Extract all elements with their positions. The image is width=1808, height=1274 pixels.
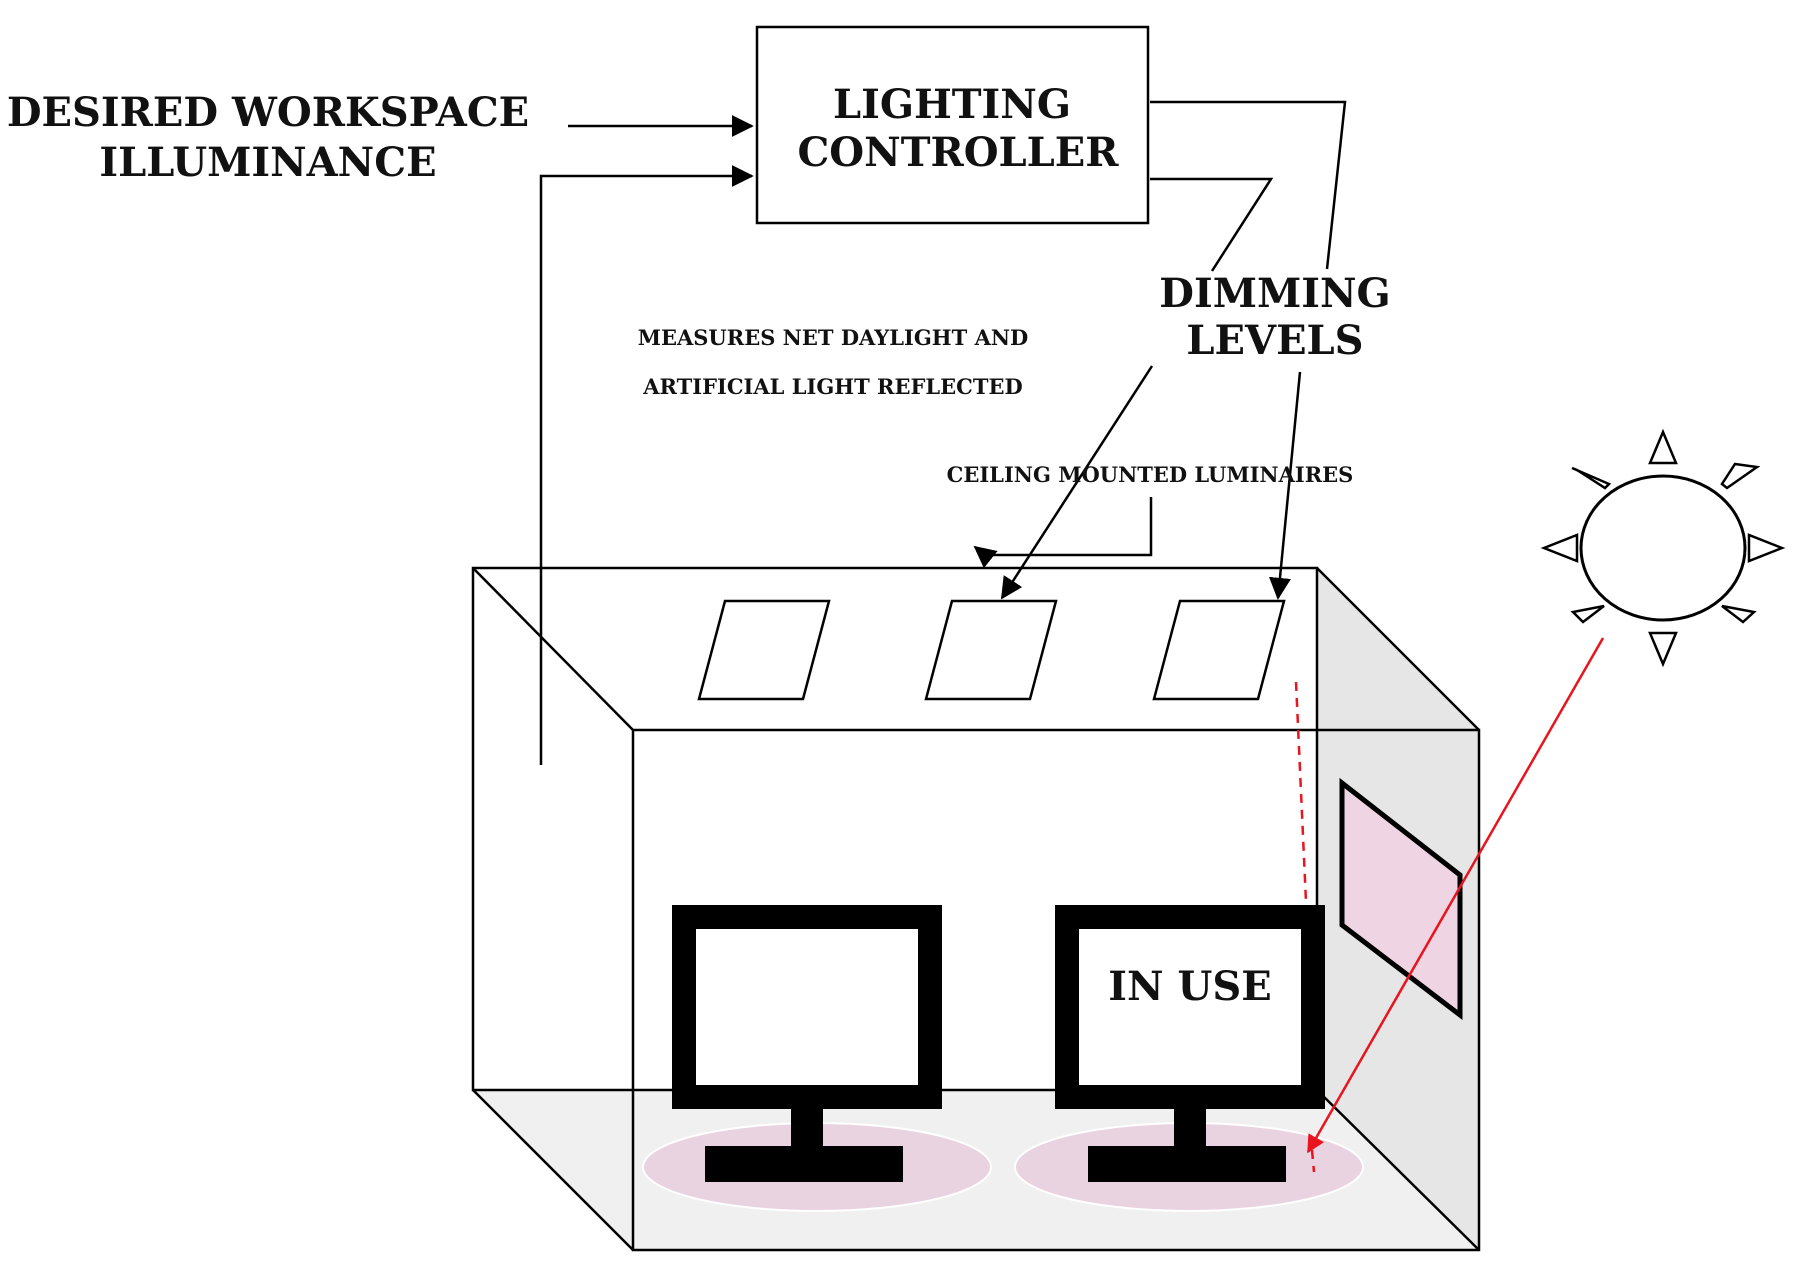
dimming-signal-line bbox=[1150, 100, 1347, 270]
dimming-signal-line bbox=[1150, 177, 1274, 272]
room-edge bbox=[472, 567, 634, 731]
sensor-measure-line bbox=[1294, 681, 1308, 903]
monitor-status-label: IN USE bbox=[1108, 963, 1271, 1010]
input-label-line-2: ILLUMINANCE bbox=[99, 139, 436, 186]
sensor-feedback-arrow bbox=[539, 165, 754, 765]
monitor-neck bbox=[1174, 1109, 1206, 1151]
sensor-label-line-1: MEASURES NET DAYLIGHT AND bbox=[638, 325, 1029, 350]
monitor-base bbox=[705, 1146, 903, 1182]
lighting-controller-box bbox=[755, 25, 1150, 225]
monitor-in-use: IN USE bbox=[1055, 905, 1325, 1182]
sun-icon bbox=[1540, 428, 1786, 668]
monitor-screen bbox=[1055, 905, 1325, 1109]
dimming-signal-arrow bbox=[1269, 371, 1302, 600]
luminaire bbox=[1152, 599, 1286, 701]
monitor-screen bbox=[672, 905, 942, 1109]
luminaires-callout-arrow bbox=[973, 497, 1153, 569]
dimming-signal-arrow bbox=[1000, 365, 1154, 600]
controller-label-line-1: LIGHTING bbox=[833, 81, 1071, 128]
room-edge bbox=[1316, 567, 1480, 731]
monitor-base bbox=[1088, 1146, 1286, 1182]
room-edge bbox=[472, 1089, 634, 1251]
room-front-wall bbox=[631, 728, 1481, 1252]
room-edge bbox=[1316, 1089, 1480, 1251]
input-label-line-1: DESIRED WORKSPACE bbox=[7, 89, 529, 136]
window bbox=[1339, 777, 1463, 1021]
sensor-measure-line bbox=[1310, 1149, 1316, 1173]
monitor bbox=[672, 905, 942, 1182]
daylight-ray-arrow bbox=[1306, 637, 1605, 1154]
luminaires-label: CEILING MOUNTED LUMINAIRES bbox=[947, 462, 1354, 487]
luminaire bbox=[924, 599, 1058, 701]
dimming-label-line-2: LEVELS bbox=[1186, 317, 1363, 364]
dimming-label-line-1: DIMMING bbox=[1159, 270, 1390, 317]
sensor-label-line-2: ARTIFICIAL LIGHT REFLECTED bbox=[642, 374, 1022, 399]
ceiling-luminaires bbox=[697, 599, 1286, 701]
luminaire bbox=[697, 599, 831, 701]
monitor-neck bbox=[791, 1109, 823, 1151]
controller-label-line-2: CONTROLLER bbox=[797, 129, 1119, 176]
